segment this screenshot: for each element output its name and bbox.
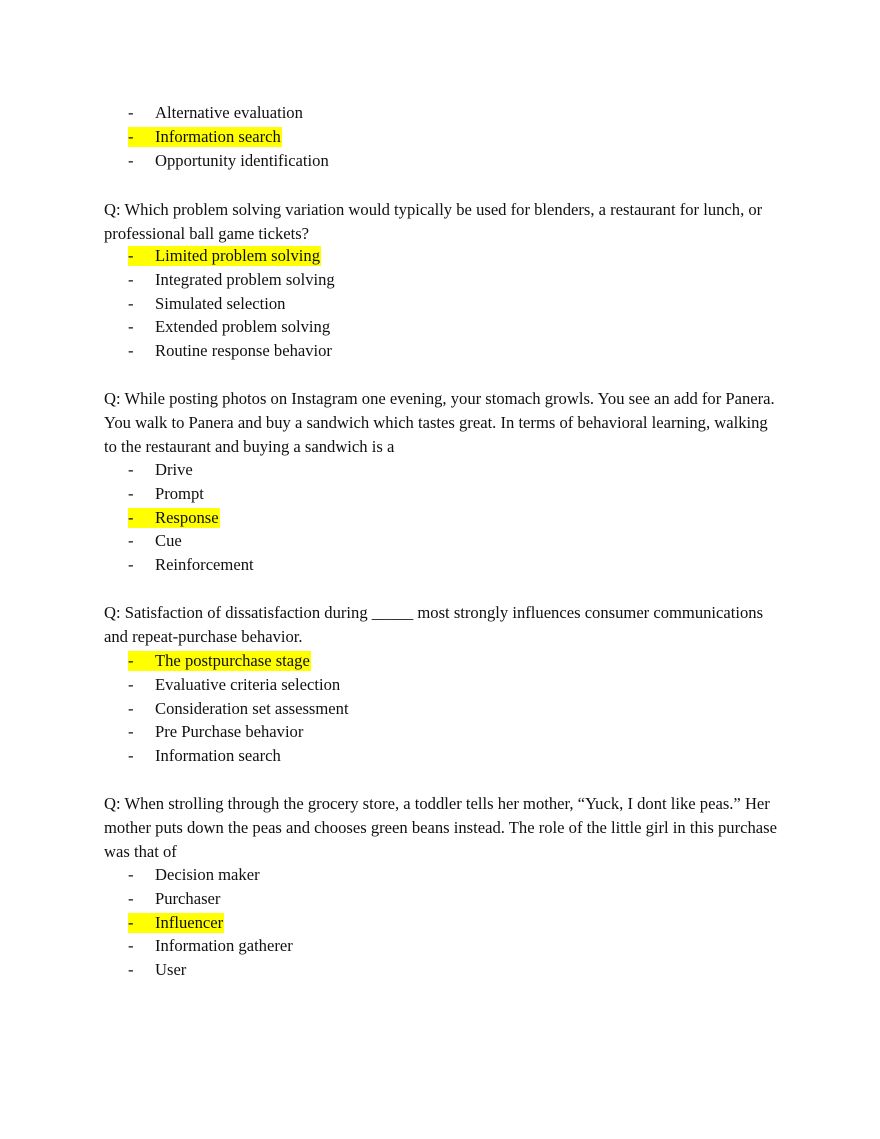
option-item-highlighted: - Information search: [128, 125, 330, 149]
bullet-dash: -: [128, 126, 134, 146]
bullet-dash: -: [128, 722, 134, 742]
bullet-dash: -: [128, 912, 134, 932]
option-text: Evaluative criteria selection: [155, 674, 341, 694]
option-item: - Integrated problem solving: [128, 268, 336, 292]
option-item: - Prompt: [128, 482, 255, 506]
bullet-dash: -: [128, 103, 134, 122]
bullet-dash: -: [128, 865, 134, 884]
option-text: Routine response behavior: [155, 341, 332, 361]
option-list: - Alternative evaluation - Information sea…: [128, 101, 330, 172]
option-item: - Consideration set assessment: [128, 697, 350, 721]
bullet-dash: -: [128, 150, 134, 170]
question-text: Q: When strolling through the grocery st…: [104, 794, 777, 861]
option-item-highlighted: - Influencer: [128, 911, 294, 935]
option-item: - Opportunity identification: [128, 149, 330, 173]
option-item: - Information gatherer: [128, 934, 294, 958]
bullet-dash: -: [128, 317, 134, 337]
option-list: - Decision maker - Purchaser - Influencer -…: [128, 863, 294, 982]
option-item: - User: [128, 958, 294, 982]
option-list: - The postpurchase stage - Evaluative crit…: [128, 649, 350, 768]
option-text: Pre Purchase behavior: [155, 722, 304, 742]
option-text: Limited problem solving: [155, 246, 320, 265]
bullet-dash: -: [128, 651, 134, 670]
option-text: Alternative evaluation: [155, 103, 303, 122]
option-item: - Routine response behavior: [128, 339, 336, 363]
bullet-dash: -: [128, 341, 134, 361]
question-text: Q: Which problem solving variation would…: [104, 200, 763, 243]
option-text: Response: [155, 507, 219, 527]
option-text: Information search: [155, 746, 281, 766]
bullet-dash: -: [128, 483, 134, 503]
option-item: - Decision maker: [128, 863, 294, 887]
bullet-dash: -: [128, 746, 134, 766]
option-text: Influencer: [155, 912, 224, 932]
option-text: Information gatherer: [155, 936, 293, 956]
option-text: Information search: [155, 126, 281, 146]
bullet-dash: -: [128, 888, 134, 908]
option-item: - Extended problem solving: [128, 315, 336, 339]
option-item-highlighted: - Limited problem solving: [128, 244, 336, 268]
option-text: Consideration set assessment: [155, 698, 349, 718]
option-text: Cue: [155, 531, 182, 551]
option-item: - Simulated selection: [128, 292, 336, 316]
option-item: - Alternative evaluation: [128, 101, 330, 125]
question-text: Q: While posting photos on Instagram one…: [104, 389, 775, 456]
option-text: Drive: [155, 460, 193, 479]
bullet-dash: -: [128, 507, 134, 527]
option-item: - Purchaser: [128, 887, 294, 911]
option-text: Opportunity identification: [155, 150, 329, 170]
option-text: User: [155, 960, 187, 980]
bullet-dash: -: [128, 936, 134, 956]
option-text: Simulated selection: [155, 293, 286, 313]
bullet-dash: -: [128, 698, 134, 718]
option-text: Prompt: [155, 483, 204, 503]
option-item: - Evaluative criteria selection: [128, 673, 350, 697]
option-item: - Cue: [128, 529, 255, 553]
option-text: Extended problem solving: [155, 317, 331, 337]
option-text: Purchaser: [155, 888, 221, 908]
option-item-highlighted: - Response: [128, 506, 255, 530]
option-text: Decision maker: [155, 865, 260, 884]
bullet-dash: -: [128, 246, 134, 265]
option-list: - Drive - Prompt - Response - Cue - Reinforce…: [128, 458, 255, 577]
option-item: - Pre Purchase behavior: [128, 720, 350, 744]
option-text: Integrated problem solving: [155, 269, 335, 289]
bullet-dash: -: [128, 293, 134, 313]
option-text: The postpurchase stage: [155, 651, 310, 670]
bullet-dash: -: [128, 960, 134, 980]
question-text: Q: Satisfaction of dissatisfaction durin…: [104, 603, 764, 646]
option-item: - Information search: [128, 744, 350, 768]
option-item: - Drive: [128, 458, 255, 482]
option-item-highlighted: - The postpurchase stage: [128, 649, 350, 673]
bullet-dash: -: [128, 555, 134, 575]
option-list: - Limited problem solving - Integrated pro…: [128, 244, 336, 363]
option-text: Reinforcement: [155, 555, 254, 575]
bullet-dash: -: [128, 674, 134, 694]
bullet-dash: -: [128, 531, 134, 551]
bullet-dash: -: [128, 460, 134, 479]
option-item: - Reinforcement: [128, 553, 255, 577]
bullet-dash: -: [128, 269, 134, 289]
